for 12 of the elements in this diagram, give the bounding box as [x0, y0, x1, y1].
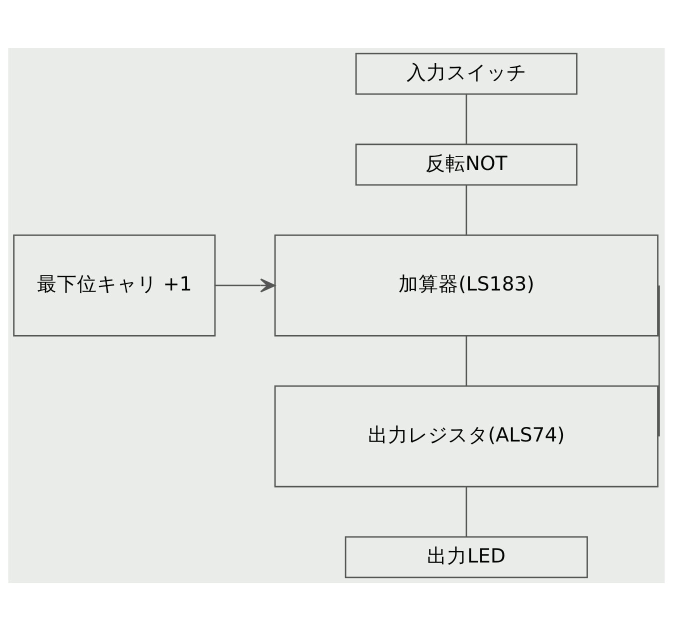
node-box: 出力LED: [344, 536, 588, 578]
node-box: 加算器(LS183): [274, 234, 658, 336]
connector: [466, 94, 468, 144]
connector: [466, 336, 468, 386]
connector: [466, 185, 468, 236]
connector: [658, 285, 660, 436]
node-box: 入力スイッチ: [355, 52, 578, 95]
node-box: 反転NOT: [355, 144, 578, 186]
arrow: [215, 278, 276, 292]
node-box: 最下位キャリ +1: [13, 234, 216, 336]
connector: [466, 487, 468, 537]
node-box: 出力レジスタ(ALS74): [274, 385, 658, 488]
